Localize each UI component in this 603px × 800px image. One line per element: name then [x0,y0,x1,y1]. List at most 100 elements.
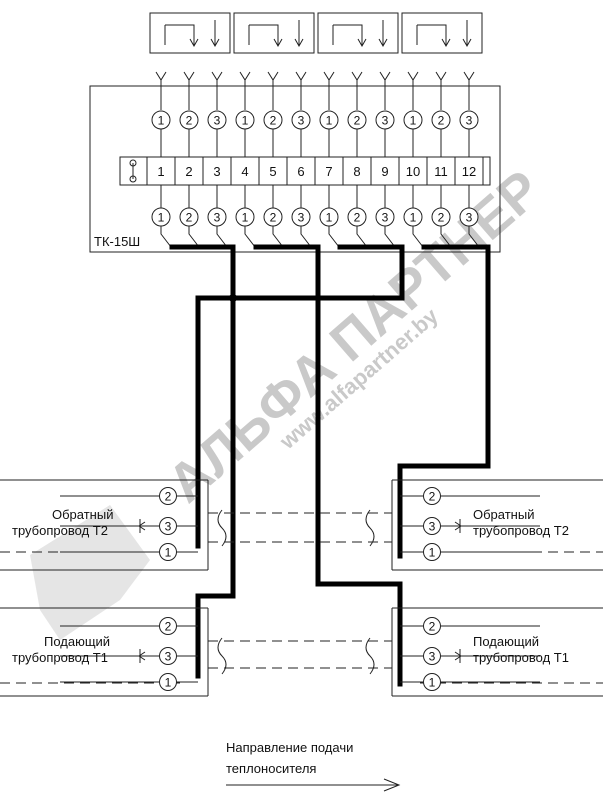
terminal-number: 11 [434,164,448,179]
cable-junction [229,294,237,302]
pin-number-top: 1 [242,114,249,128]
terminal-column: 33 [207,71,232,248]
pin-number-top: 2 [354,114,361,128]
supply-right-label-2: трубопровод Т1 [473,650,569,665]
pipe-break-icon [217,509,227,547]
pin-number-bottom: 3 [382,211,389,225]
sensor-pin-circle [423,617,441,635]
terminal-block-frame [89,85,501,253]
pin-number-bottom: 3 [466,211,473,225]
terminal-number: 3 [213,164,220,179]
terminal-number: 12 [462,164,476,179]
cable-left-return [195,244,405,549]
supply-right-label-1: Подающий [473,634,539,649]
pipe-supply [0,607,603,697]
earth-terminal-icon [129,159,137,183]
jumper-box [149,12,231,54]
pipe-break-icon [217,637,227,675]
supply-left-label-2: трубопровод Т1 [12,650,108,665]
sensor-terminal-group: 2 3 1 [400,617,540,691]
terminal-column: 11 [319,71,344,248]
sensor-pin-circle [159,647,177,665]
sensor-pin-circle [423,487,441,505]
sensor-pin-number: 2 [165,490,172,504]
sensor-pin-circle [423,543,441,561]
pin-number-bottom: 3 [214,211,221,225]
terminal-block-label: ТК-15Ш [94,234,140,249]
terminal-column: 22 [347,71,372,248]
supply-left-label-1: Подающий [44,634,110,649]
terminal-number: 6 [297,164,304,179]
pin-number-bottom: 1 [158,211,165,225]
pipe-break-icon [365,509,375,547]
pipe-break-icon [365,637,375,675]
terminal-number: 5 [269,164,276,179]
sensor-pin-number: 1 [429,546,436,560]
sensor-pin-circle [159,517,177,535]
cable-right-supply [253,244,403,687]
terminal-column: 11 [235,71,260,248]
sensor-terminal-group: 231 [60,617,198,691]
pin-number-bottom: 2 [438,211,445,225]
terminal-column: 33 [459,71,484,248]
terminal-column: 11 [151,71,176,248]
terminal-strip [119,156,491,186]
sensor-pin-number: 2 [165,620,172,634]
sensor-pin-circle [159,673,177,691]
flow-arrow-icon [226,778,401,792]
sensor-pin-number: 3 [429,520,436,534]
return-right-label-1: Обратный [473,507,534,522]
sensor-pin-number: 3 [165,520,172,534]
sensor-pin-number: 3 [429,650,436,664]
pin-number-top: 3 [382,114,389,128]
pin-number-bottom: 1 [410,211,417,225]
pin-number-bottom: 2 [270,211,277,225]
sensor-terminal-group: 2 3 1 [400,487,540,561]
return-left-label-1: Обратный [52,507,113,522]
terminal-column: 33 [375,71,400,248]
return-left-label-2: трубопровод Т2 [12,523,108,538]
pin-number-top: 2 [438,114,445,128]
terminal-column: 22 [179,71,204,248]
pin-number-top: 3 [466,114,473,128]
pin-number-bottom: 2 [186,211,193,225]
jumper-box [317,12,399,54]
temperature-sensor-icon [441,519,462,533]
pin-number-bottom: 1 [326,211,333,225]
sensor-pin-number: 1 [165,546,172,560]
pin-number-top: 2 [186,114,193,128]
terminal-column: 22 [431,71,456,248]
pin-number-bottom: 3 [298,211,305,225]
pin-number-top: 1 [158,114,165,128]
terminal-number: 4 [241,164,248,179]
flow-direction-label-1: Направление подачи [226,740,353,755]
sensor-pin-circle [423,517,441,535]
sensor-pin-number: 1 [429,676,436,690]
terminal-column: 22 [263,71,288,248]
pipe-return [0,479,603,571]
pin-number-top: 3 [214,114,221,128]
terminal-column: 33 [291,71,316,248]
sensor-pin-number: 2 [429,620,436,634]
temperature-sensor-icon [138,519,159,533]
jumper-box [401,12,483,54]
temperature-sensor-icon [138,649,159,663]
temperature-sensor-icon [441,649,462,663]
sensor-pin-circle [159,487,177,505]
jumper-box [233,12,315,54]
sensor-pin-circle [423,673,441,691]
sensor-pin-number: 2 [429,490,436,504]
sensor-terminal-group: 2 3 1 [60,487,198,561]
pin-number-top: 1 [410,114,417,128]
return-right-label-2: трубопровод Т2 [473,523,569,538]
flow-direction-label-2: теплоносителя [226,761,316,776]
terminal-number: 2 [185,164,192,179]
jumper-boxes [149,12,483,54]
terminal-number: 1 [157,164,164,179]
pin-number-top: 1 [326,114,333,128]
watermark-logo-icon [30,505,150,640]
